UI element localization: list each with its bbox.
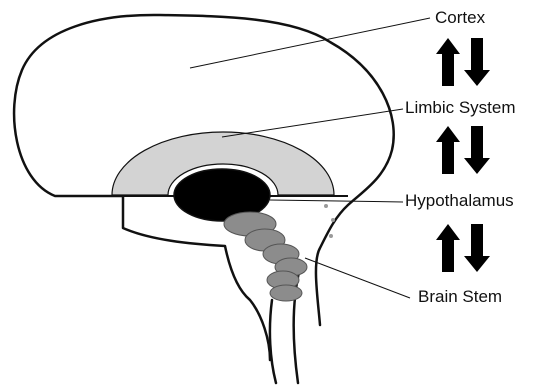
brain-outline [14,15,394,325]
up-arrow [436,224,460,272]
arrow-column [436,38,490,272]
spinal-cord-outline-back [270,300,276,383]
dot-marker [331,218,335,222]
down-arrow [464,126,490,174]
brain-stem-label: Brain Stem [418,287,502,307]
brainstem-leader-line [305,258,410,298]
dot-marker [329,234,333,238]
dot-marker [324,204,328,208]
up-arrow [436,38,460,86]
limbic-system-label: Limbic System [405,98,516,118]
arrows-hypothalamus-brainstem [436,224,490,272]
hypothalamus-label: Hypothalamus [405,191,514,211]
cortex-label: Cortex [435,8,485,28]
down-arrow [464,38,490,86]
up-arrow [436,126,460,174]
arrows-limbic-hypothalamus [436,126,490,174]
brain-stem-segment [270,285,302,301]
arrows-cortex-limbic [436,38,490,86]
down-arrow [464,224,490,272]
